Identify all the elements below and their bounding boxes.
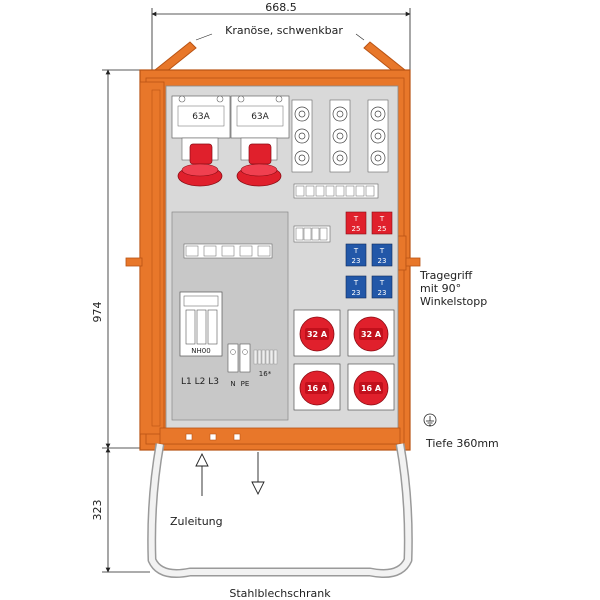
- cabinet-label: Stahlblechschrank: [229, 587, 331, 600]
- svg-text:25: 25: [378, 225, 387, 233]
- svg-text:T: T: [379, 247, 385, 255]
- meter-columns: [291, 99, 389, 173]
- bottom-rail: [159, 427, 401, 445]
- nh00-label: NH00: [191, 347, 210, 355]
- pe-label: PE: [241, 380, 250, 388]
- svg-text:32 A: 32 A: [307, 330, 328, 339]
- socket-t25-1: T 25: [345, 211, 367, 235]
- breaker-63a-left: 63A: [171, 95, 231, 139]
- socket-t25-2: T 25: [371, 211, 393, 235]
- supply-label: Zuleitung: [170, 515, 223, 528]
- width-label: 668.5: [265, 1, 297, 14]
- svg-text:T: T: [379, 215, 385, 223]
- svg-text:32 A: 32 A: [361, 330, 382, 339]
- breaker-63a-right-label: 63A: [251, 112, 269, 122]
- cee-16a-left: 16 A: [293, 363, 341, 411]
- handle-label-1: Tragegriff: [419, 269, 473, 282]
- crane-eye-left: [153, 41, 197, 73]
- breaker-row-top: [293, 183, 379, 199]
- svg-text:23: 23: [352, 257, 361, 265]
- cee-63-socket-right: [236, 137, 282, 187]
- cee-16a-right: 16 A: [347, 363, 395, 411]
- svg-text:T: T: [353, 279, 359, 287]
- height-label: 974: [91, 302, 104, 323]
- svg-text:23: 23: [352, 289, 361, 297]
- svg-text:T: T: [353, 215, 359, 223]
- phases-label: L1 L2 L3: [181, 377, 219, 387]
- svg-text:23: 23: [378, 289, 387, 297]
- handle-left: [125, 257, 143, 267]
- cee-32a-left: 32 A: [293, 309, 341, 357]
- ground-icon: [423, 413, 437, 427]
- breaker-63a-right: 63A: [230, 95, 290, 139]
- handle-label-3: Winkelstopp: [420, 295, 487, 308]
- depth-label: Tiefe 360mm: [425, 437, 499, 450]
- socket-t23-2: T 23: [371, 243, 393, 267]
- supply-arrow-up: [195, 452, 209, 496]
- supply-arrow-down: [251, 452, 265, 496]
- base-height-dimension: 323: [91, 447, 150, 573]
- nh00-fuse-base: NH00: [179, 291, 223, 357]
- svg-text:23: 23: [378, 257, 387, 265]
- cee-63-socket-left: [177, 137, 223, 187]
- terminal-block: N PE 16*: [227, 343, 278, 388]
- svg-text:T: T: [353, 247, 359, 255]
- svg-text:16 A: 16 A: [361, 384, 382, 393]
- base-frame: [147, 443, 413, 578]
- crane-eye-right: [363, 41, 407, 73]
- breaker-row-mid: [293, 225, 331, 243]
- terminal-count-label: 16*: [259, 370, 272, 378]
- crane-label: Kranöse, schwenkbar: [225, 24, 343, 37]
- n-label: N: [230, 380, 235, 388]
- base-height-label: 323: [91, 500, 104, 521]
- breaker-strip-left: [183, 243, 273, 259]
- socket-t23-3: T 23: [345, 275, 367, 299]
- breaker-63a-left-label: 63A: [192, 112, 210, 122]
- svg-text:25: 25: [352, 225, 361, 233]
- cee-32a-right: 32 A: [347, 309, 395, 357]
- svg-text:T: T: [379, 279, 385, 287]
- width-dimension: 668.5: [151, 1, 411, 70]
- socket-t23-4: T 23: [371, 275, 393, 299]
- svg-text:16 A: 16 A: [307, 384, 328, 393]
- socket-t23-1: T 23: [345, 243, 367, 267]
- handle-label-2: mit 90°: [420, 282, 461, 295]
